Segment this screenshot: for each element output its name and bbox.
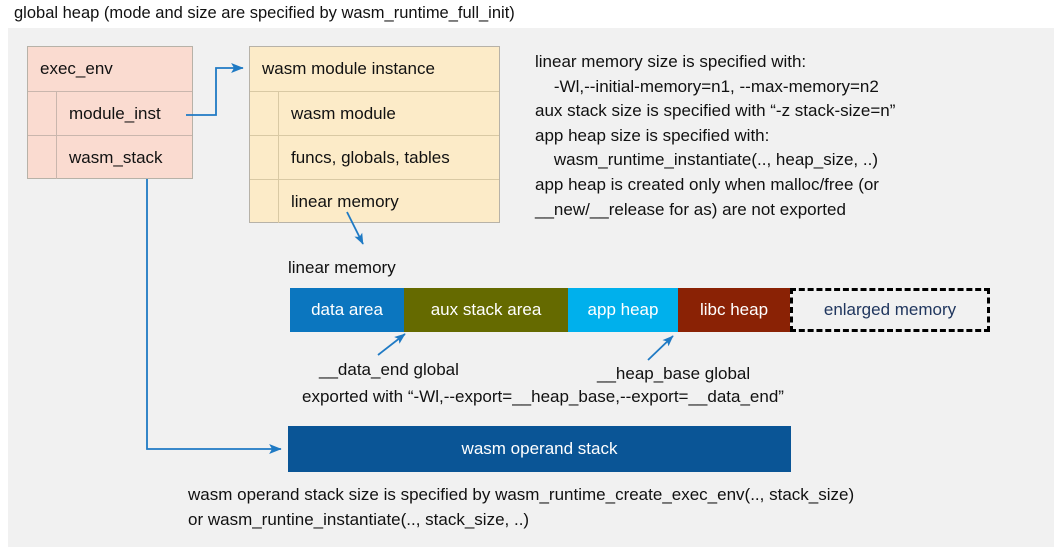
wasm-operand-stack-box: wasm operand stack [288, 426, 791, 472]
indent-gutter [250, 92, 279, 135]
indent-gutter [28, 92, 57, 135]
operand-stack-notes: wasm operand stack size is specified by … [188, 485, 855, 529]
wasm-operand-stack-label: wasm operand stack [461, 439, 618, 458]
wasm-module-instance-box: wasm module instance wasm module funcs, … [249, 46, 500, 223]
module-instance-header-row: wasm module instance [250, 47, 499, 91]
indent-gutter [250, 180, 279, 223]
memory-segment-label: aux stack area [430, 300, 542, 319]
memory-segment-libc-heap: libc heap [678, 288, 790, 332]
module-instance-field-funcs-globals-tables: funcs, globals, tables [250, 135, 499, 179]
module-instance-title: wasm module instance [262, 59, 435, 78]
annotation-heap-base: __heap_base global [597, 364, 751, 383]
exec-env-field-module-inst: module_inst [28, 91, 192, 135]
exec-env-box: exec_env module_inst wasm_stack [27, 46, 193, 179]
memory-segment-label: enlarged memory [823, 300, 957, 319]
module-instance-field-linear-memory: linear memory [250, 179, 499, 223]
memory-segment-label: data area [311, 300, 383, 319]
linear-memory-bar-label: linear memory [288, 258, 396, 277]
memory-segment-label: libc heap [699, 300, 769, 319]
module-instance-field-label: funcs, globals, tables [291, 147, 450, 167]
module-instance-field-label: linear memory [291, 191, 399, 211]
module-instance-field-label: wasm module [291, 103, 396, 123]
memory-segment-aux-stack-area: aux stack area [404, 288, 568, 332]
linear-memory-bar: data area aux stack area app heap libc h… [290, 288, 990, 332]
linear-memory-notes: linear memory size is specified with: -W… [535, 52, 896, 219]
annotation-data-end: __data_end global [319, 360, 459, 379]
exec-env-header-row: exec_env [28, 47, 192, 91]
memory-segment-enlarged-memory: enlarged memory [790, 288, 990, 332]
exec-env-title: exec_env [40, 59, 113, 78]
exec-env-field-label: module_inst [69, 103, 161, 123]
exec-env-field-label: wasm_stack [69, 147, 163, 167]
memory-segment-app-heap: app heap [568, 288, 678, 332]
memory-segment-label: app heap [587, 300, 659, 319]
page-title: global heap (mode and size are specified… [14, 4, 515, 22]
annotation-exported-with: exported with “-Wl,--export=__heap_base,… [302, 387, 784, 406]
indent-gutter [28, 136, 57, 179]
exec-env-field-wasm-stack: wasm_stack [28, 135, 192, 179]
indent-gutter [250, 136, 279, 179]
memory-segment-data-area: data area [290, 288, 404, 332]
module-instance-field-wasm-module: wasm module [250, 91, 499, 135]
